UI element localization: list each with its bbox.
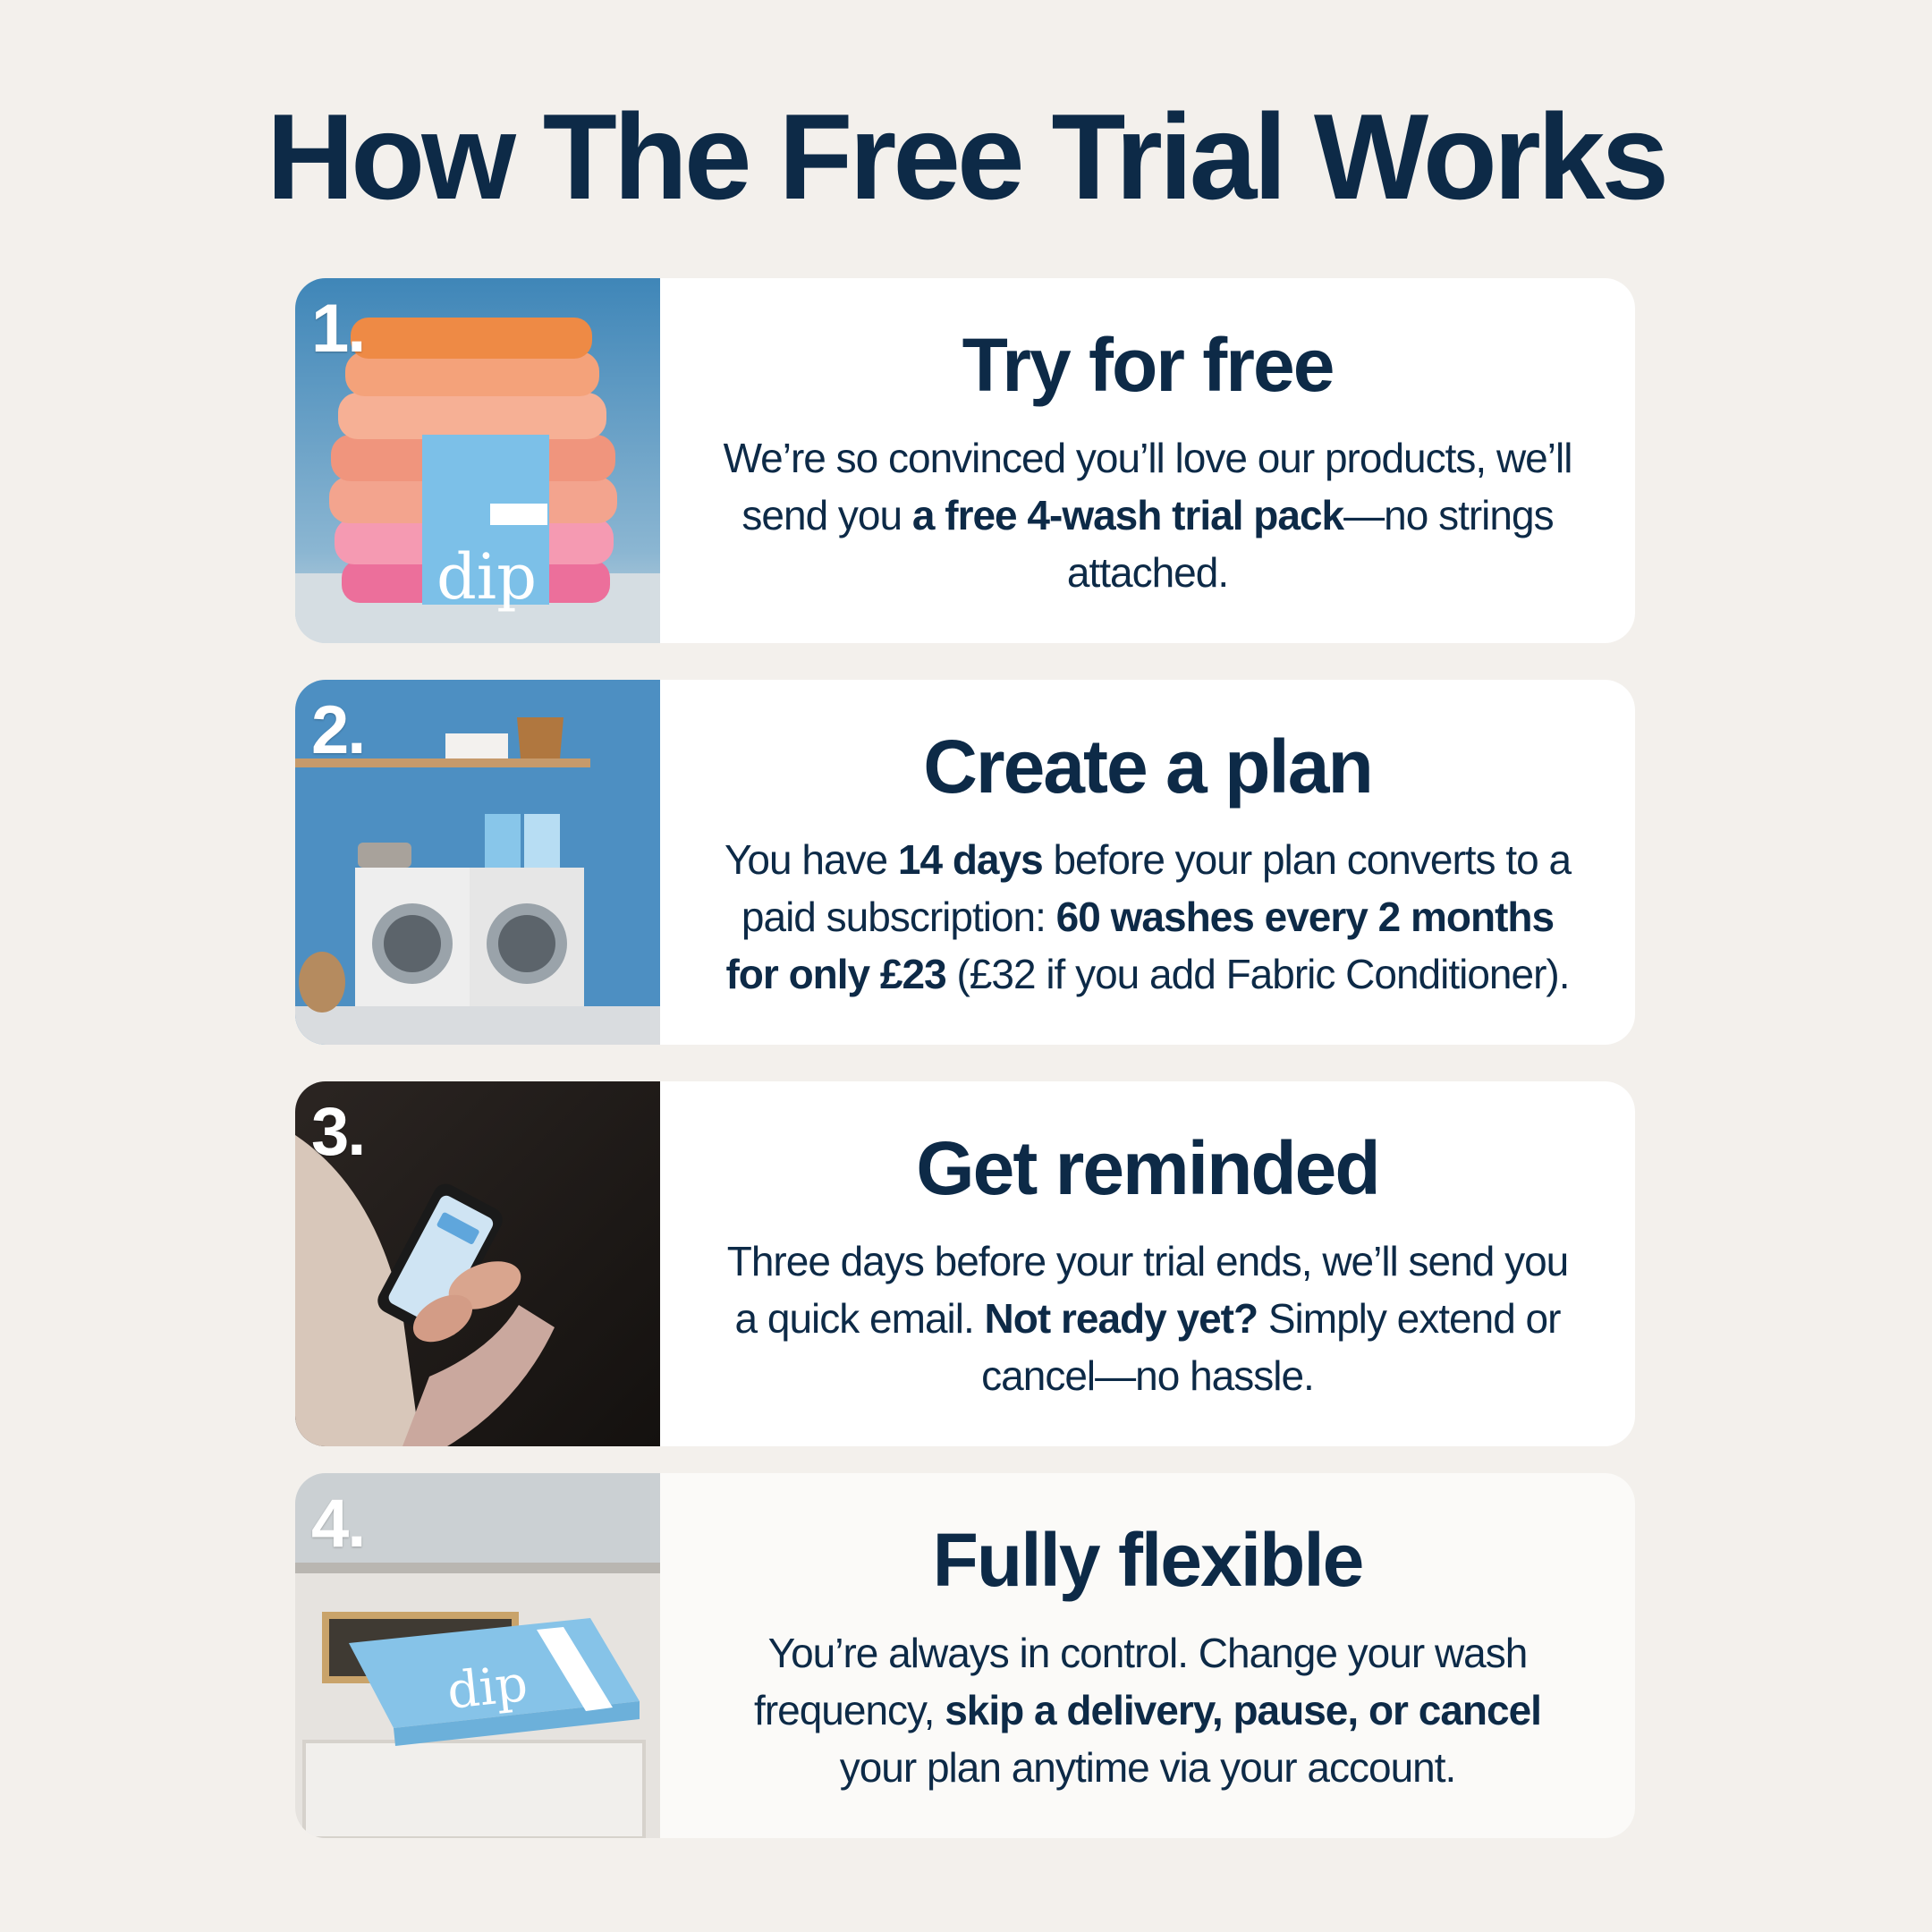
step-number: 1. <box>311 291 366 367</box>
step-card-1: dip 1. Try for free We’re so convinced y… <box>295 278 1635 643</box>
step-number: 2. <box>311 692 366 768</box>
step-description: You have 14 days before your plan conver… <box>724 836 1572 997</box>
step-2-image <box>295 680 660 1045</box>
step-number: 3. <box>311 1094 366 1170</box>
dip-logo: dip <box>436 540 537 614</box>
step-card-2: 2. Create a plan You have 14 days before… <box>295 680 1635 1045</box>
phone-hands-illustration <box>295 1081 660 1446</box>
step-description: Three days before your trial ends, we’ll… <box>726 1238 1570 1399</box>
step-4-image: dip <box>295 1473 660 1838</box>
dip-logo: dip <box>445 1655 530 1721</box>
step-card-3: 3. Get reminded Three days before your t… <box>295 1081 1635 1446</box>
laundry-room-illustration <box>295 680 660 1045</box>
step-3-image <box>295 1081 660 1446</box>
sweaters-illustration: dip <box>295 278 660 643</box>
step-number: 4. <box>311 1486 366 1562</box>
step-heading: Create a plan <box>923 724 1374 809</box>
step-content: Try for free We’re so convinced you’ll l… <box>660 278 1635 643</box>
step-content: Fully flexible You’re always in control.… <box>660 1473 1635 1838</box>
step-heading: Fully flexible <box>932 1518 1365 1602</box>
step-heading: Try for free <box>962 323 1335 407</box>
letterbox-illustration: dip <box>295 1473 660 1838</box>
step-heading: Get reminded <box>916 1126 1380 1210</box>
step-content: Get reminded Three days before your tria… <box>660 1081 1635 1446</box>
page-title: How The Free Trial Works <box>266 89 1669 225</box>
step-content: Create a plan You have 14 days before yo… <box>660 680 1635 1045</box>
step-description: We’re so convinced you’ll love our produ… <box>723 435 1573 596</box>
step-card-4: dip 4. Fully flexible You’re always in c… <box>295 1473 1635 1838</box>
step-description: You’re always in control. Change your wa… <box>754 1630 1542 1791</box>
step-1-image: dip <box>295 278 660 643</box>
